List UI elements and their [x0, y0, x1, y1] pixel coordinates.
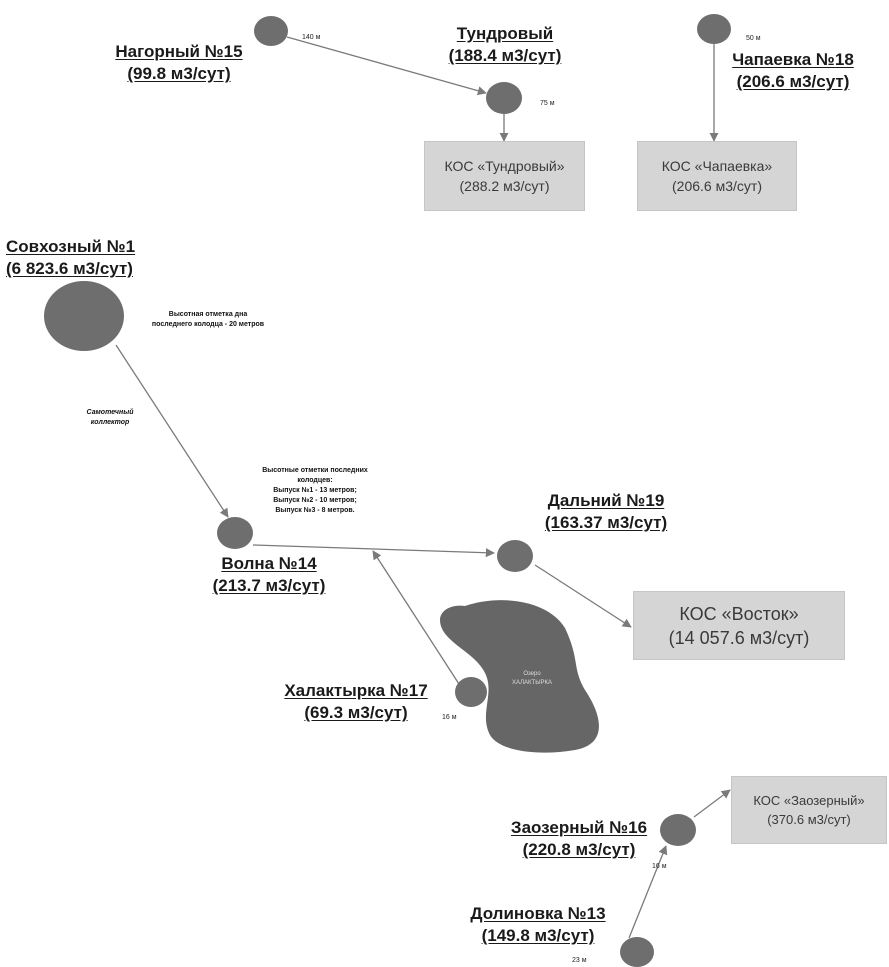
connector-zaozerny-kos: [693, 789, 731, 818]
note-sovkhozny-line1: Высотная отметка дна: [168, 311, 248, 318]
nagorny-flow: (99.8 м3/сут): [127, 64, 231, 83]
distance-dolinovka: 23 м: [572, 957, 587, 964]
zaozerny-name: Заозерный №16: [510, 818, 648, 837]
lake-shape: [440, 600, 599, 753]
label-dolinovka: Долиновка №13 (149.8 м3/сут): [448, 903, 628, 947]
kos-zaozerny-box: КОС «Заозерный» (370.6 м3/сут): [731, 776, 887, 844]
label-khalaktyrka: Халактырка №17 (69.3 м3/сут): [266, 680, 446, 724]
sovkhozny-flow: (6 823.6 м3/сут): [6, 259, 133, 278]
distance-zaozerny: 16 м: [652, 863, 667, 870]
kos-tundrovy-box: КОС «Тундровый» (288.2 м3/сут): [424, 141, 585, 211]
node-tundrovy: [486, 82, 522, 114]
note-outlets-line2: колодцев:: [297, 477, 333, 484]
kos-chapaevka-flow: (206.6 м3/сут): [672, 178, 762, 194]
node-sovkhozny: [44, 281, 124, 351]
kos-vostok-name: КОС «Восток»: [679, 603, 799, 624]
label-dalny: Дальний №19 (163.37 м3/сут): [526, 490, 686, 534]
khalaktyrka-flow: (69.3 м3/сут): [304, 703, 408, 722]
sovkhozny-name: Совхозный №1: [6, 237, 136, 256]
kos-zaozerny-name: КОС «Заозерный»: [753, 793, 865, 808]
kos-tundrovy-flow: (288.2 м3/сут): [459, 178, 550, 194]
node-volna: [217, 517, 253, 549]
note-outlets-line3: Выпуск №1 - 13 метров;: [273, 487, 357, 494]
kos-vostok-flow: (14 057.6 м3/сут): [668, 627, 810, 648]
label-nagorny: Нагорный №15 (99.8 м3/сут): [105, 41, 253, 85]
node-dolinovka: [620, 937, 654, 967]
khalaktyrka-name: Халактырка №17: [284, 681, 428, 700]
node-zaozerny: [660, 814, 696, 846]
kos-vostok-box: КОС «Восток» (14 057.6 м3/сут): [633, 591, 845, 660]
connector-dolinovka-zaozerny: [628, 845, 668, 939]
node-khalaktyrka: [455, 677, 487, 707]
nagorny-name: Нагорный №15: [115, 42, 243, 61]
label-sovkhozny: Совхозный №1 (6 823.6 м3/сут): [6, 236, 168, 280]
connector-dalny-kos-vostok: [534, 564, 632, 628]
connector-nagorny-tundrovy: [286, 36, 487, 96]
chapaevka-name: Чапаевка №18: [732, 50, 854, 69]
note-outlets-line4: Выпуск №2 - 10 метров;: [273, 497, 357, 504]
note-collector-line1: Самотечный: [86, 409, 134, 416]
tundrovy-flow: (188.4 м3/сут): [448, 46, 562, 65]
distance-tundrovy: 75 м: [540, 100, 555, 107]
label-tundrovy: Тундровый (188.4 м3/сут): [430, 23, 580, 67]
dolinovka-name: Долиновка №13: [470, 904, 606, 923]
note-sovkhozny-elevation: Высотная отметка дна последнего колодца …: [128, 310, 288, 330]
lake-label-line1: Озеро: [523, 671, 541, 677]
note-outlets-line5: Выпуск №3 - 8 метров.: [275, 507, 355, 514]
note-gravity-collector: Самотечный коллектор: [70, 408, 150, 428]
tundrovy-name: Тундровый: [456, 24, 554, 43]
volna-flow: (213.7 м3/сут): [212, 576, 326, 595]
node-dalny: [497, 540, 533, 572]
kos-zaozerny-flow: (370.6 м3/сут): [767, 812, 851, 827]
kos-chapaevka-name: КОС «Чапаевка»: [661, 158, 773, 174]
distance-khalaktyrka: 16 м: [442, 714, 457, 721]
connector-khalaktyrka-volna: [372, 550, 460, 685]
dalny-flow: (163.37 м3/сут): [544, 513, 668, 532]
dolinovka-flow: (149.8 м3/сут): [481, 926, 595, 945]
kos-tundrovy-name: КОС «Тундровый»: [444, 158, 565, 174]
label-volna: Волна №14 (213.7 м3/сут): [196, 553, 342, 597]
label-chapaevka: Чапаевка №18 (206.6 м3/сут): [718, 49, 868, 93]
node-nagorny: [254, 16, 288, 46]
note-outlets-line1: Высотные отметки последних: [262, 467, 368, 474]
zaozerny-flow: (220.8 м3/сут): [522, 840, 636, 859]
distance-chapaevka: 50 м: [746, 35, 761, 42]
distance-nagorny: 140 м: [302, 34, 321, 41]
lake-label-line2: ХАЛАКТЫРКА: [512, 680, 552, 686]
note-outlets: Высотные отметки последних колодцев: Вып…: [240, 466, 390, 516]
connector-sovkhozny-volna: [115, 344, 229, 518]
node-chapaevka: [697, 14, 731, 44]
note-sovkhozny-line2: последнего колодца - 20 метров: [151, 321, 265, 328]
dalny-name: Дальний №19: [547, 491, 665, 510]
chapaevka-flow: (206.6 м3/сут): [736, 72, 850, 91]
volna-name: Волна №14: [221, 554, 317, 573]
note-collector-line2: коллектор: [90, 419, 130, 426]
label-zaozerny: Заозерный №16 (220.8 м3/сут): [494, 817, 664, 861]
kos-chapaevka-box: КОС «Чапаевка» (206.6 м3/сут): [637, 141, 797, 211]
connector-volna-dalny: [252, 544, 495, 558]
